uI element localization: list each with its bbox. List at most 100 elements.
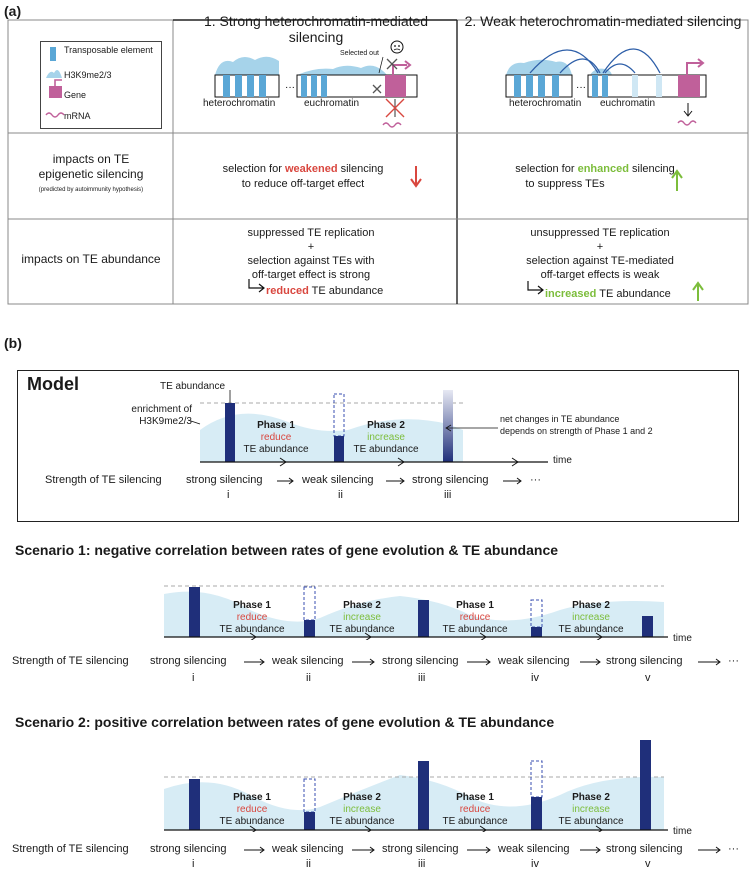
scenario2-phase-3: Phase 1 reduce TE abundance: [442, 792, 508, 827]
scenario1-phase-2: Phase 2 increase TE abundance: [329, 600, 395, 635]
te-bar-iii: [418, 761, 429, 830]
scenario2-strength-label: Strength of TE silencing: [12, 843, 129, 855]
model-diagram: [187, 390, 548, 467]
svg-text:···: ···: [285, 82, 295, 93]
gene-legend-icon: [49, 86, 62, 98]
legend-te-label: Transposable element: [64, 45, 153, 55]
te-legend-icon: [50, 47, 56, 61]
scenario1-step-1: strong silencing: [150, 655, 227, 667]
te-bar-i: [189, 587, 200, 637]
te-bar-ii: [304, 620, 315, 637]
model-box: [17, 370, 739, 522]
model-strength-label: Strength of TE silencing: [45, 474, 162, 486]
row2-header: impacts on TE abundance: [21, 252, 161, 266]
scenario1-step-arrows: [244, 658, 721, 666]
col1-euchromatin-label: euchromatin: [304, 98, 360, 109]
te-bar-i: [189, 779, 200, 830]
model-step-arrows: [277, 477, 522, 485]
model-title: Model: [27, 374, 79, 394]
model-step-iii: strong silencing: [412, 474, 489, 486]
h3k9-legend-icon: [46, 69, 62, 78]
model-roman-ii: ii: [338, 489, 343, 501]
row2-col2-result: increased TE abundance: [545, 288, 671, 300]
scenario1-phase-1: Phase 1 reduce TE abundance: [219, 600, 285, 635]
col1-title: 1. Strong heterochromatin-mediated silen…: [203, 13, 429, 45]
scenario2-step-3: strong silencing: [382, 843, 459, 855]
scenario1-diagram: [164, 585, 668, 640]
mrna-icon: [382, 122, 402, 128]
selected-out-label: Selected out: [340, 50, 379, 57]
row2-col1-result: reduced TE abundance: [266, 285, 384, 297]
result-arrow-icon: [527, 281, 544, 295]
te-bar-iii: [418, 600, 429, 637]
mrna-icon: [677, 120, 697, 126]
scenario2-roman-v: v: [645, 858, 651, 870]
row1-col1-text: selection for weakened silencing to redu…: [222, 163, 384, 190]
mrna-legend-icon: [45, 112, 65, 118]
scenario1-roman-iv: iv: [531, 672, 539, 684]
model-step-i: strong silencing: [186, 474, 263, 486]
te-bar-ii: [334, 436, 344, 462]
scenario1-ellipsis: ···: [728, 655, 739, 667]
panel-a-grid: [7, 19, 749, 305]
scenario1-step-4: weak silencing: [498, 655, 570, 667]
down-arrow-icon: [410, 166, 422, 188]
result-arrow-icon: [248, 279, 265, 293]
col1-illustration: ···: [214, 40, 418, 128]
scenario1-strength-label: Strength of TE silencing: [12, 655, 129, 667]
model-enrichment-label: enrichment of H3K9me2/3: [131, 404, 192, 427]
model-net-changes-note: net changes in TE abundance depends on s…: [500, 414, 653, 436]
panel-a-label: (a): [4, 3, 22, 19]
h3k9-signal: [215, 56, 279, 75]
model-roman-iii: iii: [444, 489, 452, 501]
up-arrow-icon: [692, 281, 704, 301]
scenario2-step-4: weak silencing: [498, 843, 570, 855]
scenario2-step-5: strong silencing: [606, 843, 683, 855]
model-phase1: Phase 1 reduce TE abundance: [243, 420, 309, 455]
scenario2-roman-iii: iii: [418, 858, 426, 870]
scenario2-phase-2: Phase 2 increase TE abundance: [329, 792, 395, 827]
scenario1-roman-v: v: [645, 672, 651, 684]
scenario2-step-arrows: [244, 846, 721, 854]
row2-col1-text: suppressed TE replication + selection ag…: [247, 227, 375, 281]
scenario2-ellipsis: ···: [728, 843, 739, 855]
scenario2-title: Scenario 2: positive correlation between…: [15, 714, 555, 730]
te-bar-iii: [443, 390, 453, 462]
col2-euchromatin-label: euchromatin: [600, 98, 656, 109]
row2-col2-text: unsuppressed TE replication + selection …: [526, 227, 674, 281]
scenario2-step-1: strong silencing: [150, 843, 227, 855]
col2-illustration: ···: [505, 48, 707, 126]
row1-col2-text: selection for enhanced silencing to supp…: [515, 163, 675, 190]
euchromatin-segment: [587, 74, 707, 98]
legend-h3k9-label: H3K9me2/3: [64, 70, 112, 80]
h3k9-enrichment-area: [200, 413, 463, 462]
scenario2-step-2: weak silencing: [272, 843, 344, 855]
model-step-ii: weak silencing: [302, 474, 374, 486]
scenario2-roman-i: i: [192, 858, 195, 870]
scenario2-roman-ii: ii: [306, 858, 311, 870]
scenario2-phase-4: Phase 2 increase TE abundance: [558, 792, 624, 827]
scenario2-roman-iv: iv: [531, 858, 539, 870]
te-bar-v: [642, 616, 653, 637]
te-bar-iv: [531, 797, 542, 830]
scenario1-roman-ii: ii: [306, 672, 311, 684]
col2-heterochromatin-label: heterochromatin: [509, 98, 582, 109]
legend-box: [40, 41, 162, 129]
scenario1-step-5: strong silencing: [606, 655, 683, 667]
model-te-abundance-label: TE abundance: [160, 381, 226, 392]
scenario1-step-3: strong silencing: [382, 655, 459, 667]
scenario1-roman-i: i: [192, 672, 195, 684]
legend-gene-label: Gene: [64, 90, 87, 100]
model-roman-i: i: [227, 489, 230, 501]
scenario2-phase-1: Phase 1 reduce TE abundance: [219, 792, 285, 827]
col2-title: 2. Weak heterochromatin-mediated silenci…: [464, 13, 742, 29]
panel-b-label: (b): [4, 335, 22, 351]
te-bar-ii: [304, 812, 315, 830]
model-time-label: time: [553, 455, 572, 466]
te-insertion-arrows: [529, 48, 661, 74]
svg-text:···: ···: [576, 82, 586, 93]
te-elements: [223, 75, 327, 97]
h3k9-enrichment-area: [164, 591, 664, 637]
scenario1-roman-iii: iii: [418, 672, 426, 684]
scenario1-step-2: weak silencing: [272, 655, 344, 667]
